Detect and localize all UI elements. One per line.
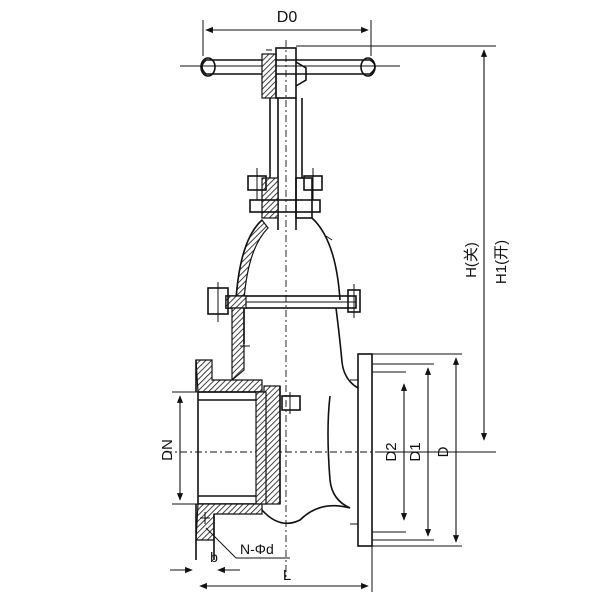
dimensions	[170, 20, 496, 592]
label-b: b	[210, 549, 218, 565]
left-end-socket	[195, 359, 267, 560]
label-d: D	[435, 446, 452, 457]
label-d0: D0	[277, 9, 298, 26]
handwheel	[180, 47, 400, 99]
label-d1: D1	[407, 442, 424, 461]
valve-body	[231, 307, 359, 525]
centerlines	[165, 40, 470, 580]
stem-yoke	[247, 98, 323, 230]
label-n-phi-d: N-Φd	[240, 541, 274, 557]
label-dn: DN	[159, 439, 176, 461]
bonnet	[207, 217, 361, 322]
label-h-closed: H(关)	[463, 242, 480, 278]
right-end-flange	[350, 353, 406, 547]
label-d2: D2	[383, 442, 400, 461]
label-l: L	[283, 567, 291, 584]
label-h1-open: H1(开)	[493, 240, 510, 284]
